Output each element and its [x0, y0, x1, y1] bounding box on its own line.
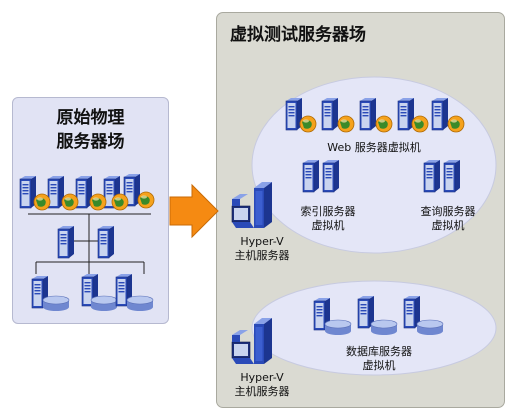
physical-farm-title-line1: 原始物理 — [56, 108, 125, 128]
query-vm-label-line1: 查询服务器 — [420, 205, 476, 218]
index-vm-label-line2: 虚拟机 — [311, 219, 345, 232]
hyperv-host-icon — [231, 181, 273, 229]
hyperv-host2-label-line2: 主机服务器 — [234, 385, 290, 398]
hyperv-host2-label-line1: Hyper-V — [240, 371, 284, 384]
physical-farm-title-line2: 服务器场 — [56, 132, 125, 152]
physical-web-servers — [19, 173, 155, 211]
arrow-right-icon — [169, 183, 219, 239]
web-vm-label: Web 服务器虚拟机 — [327, 141, 421, 154]
virtual-farm-title: 虚拟测试服务器场 — [230, 25, 366, 45]
query-vm-label-line2: 虚拟机 — [431, 219, 465, 232]
physical-db-servers — [31, 273, 154, 312]
hyperv-host1-label-line2: 主机服务器 — [234, 249, 290, 262]
index-vm-label-line1: 索引服务器 — [300, 205, 356, 218]
physical-app-servers — [57, 225, 115, 259]
db-vm-label-line1: 数据库服务器 — [346, 345, 412, 358]
physical-network-lines — [28, 213, 151, 274]
db-vm-label-line2: 虚拟机 — [362, 359, 396, 372]
hyperv-host1-label-line1: Hyper-V — [240, 235, 284, 248]
